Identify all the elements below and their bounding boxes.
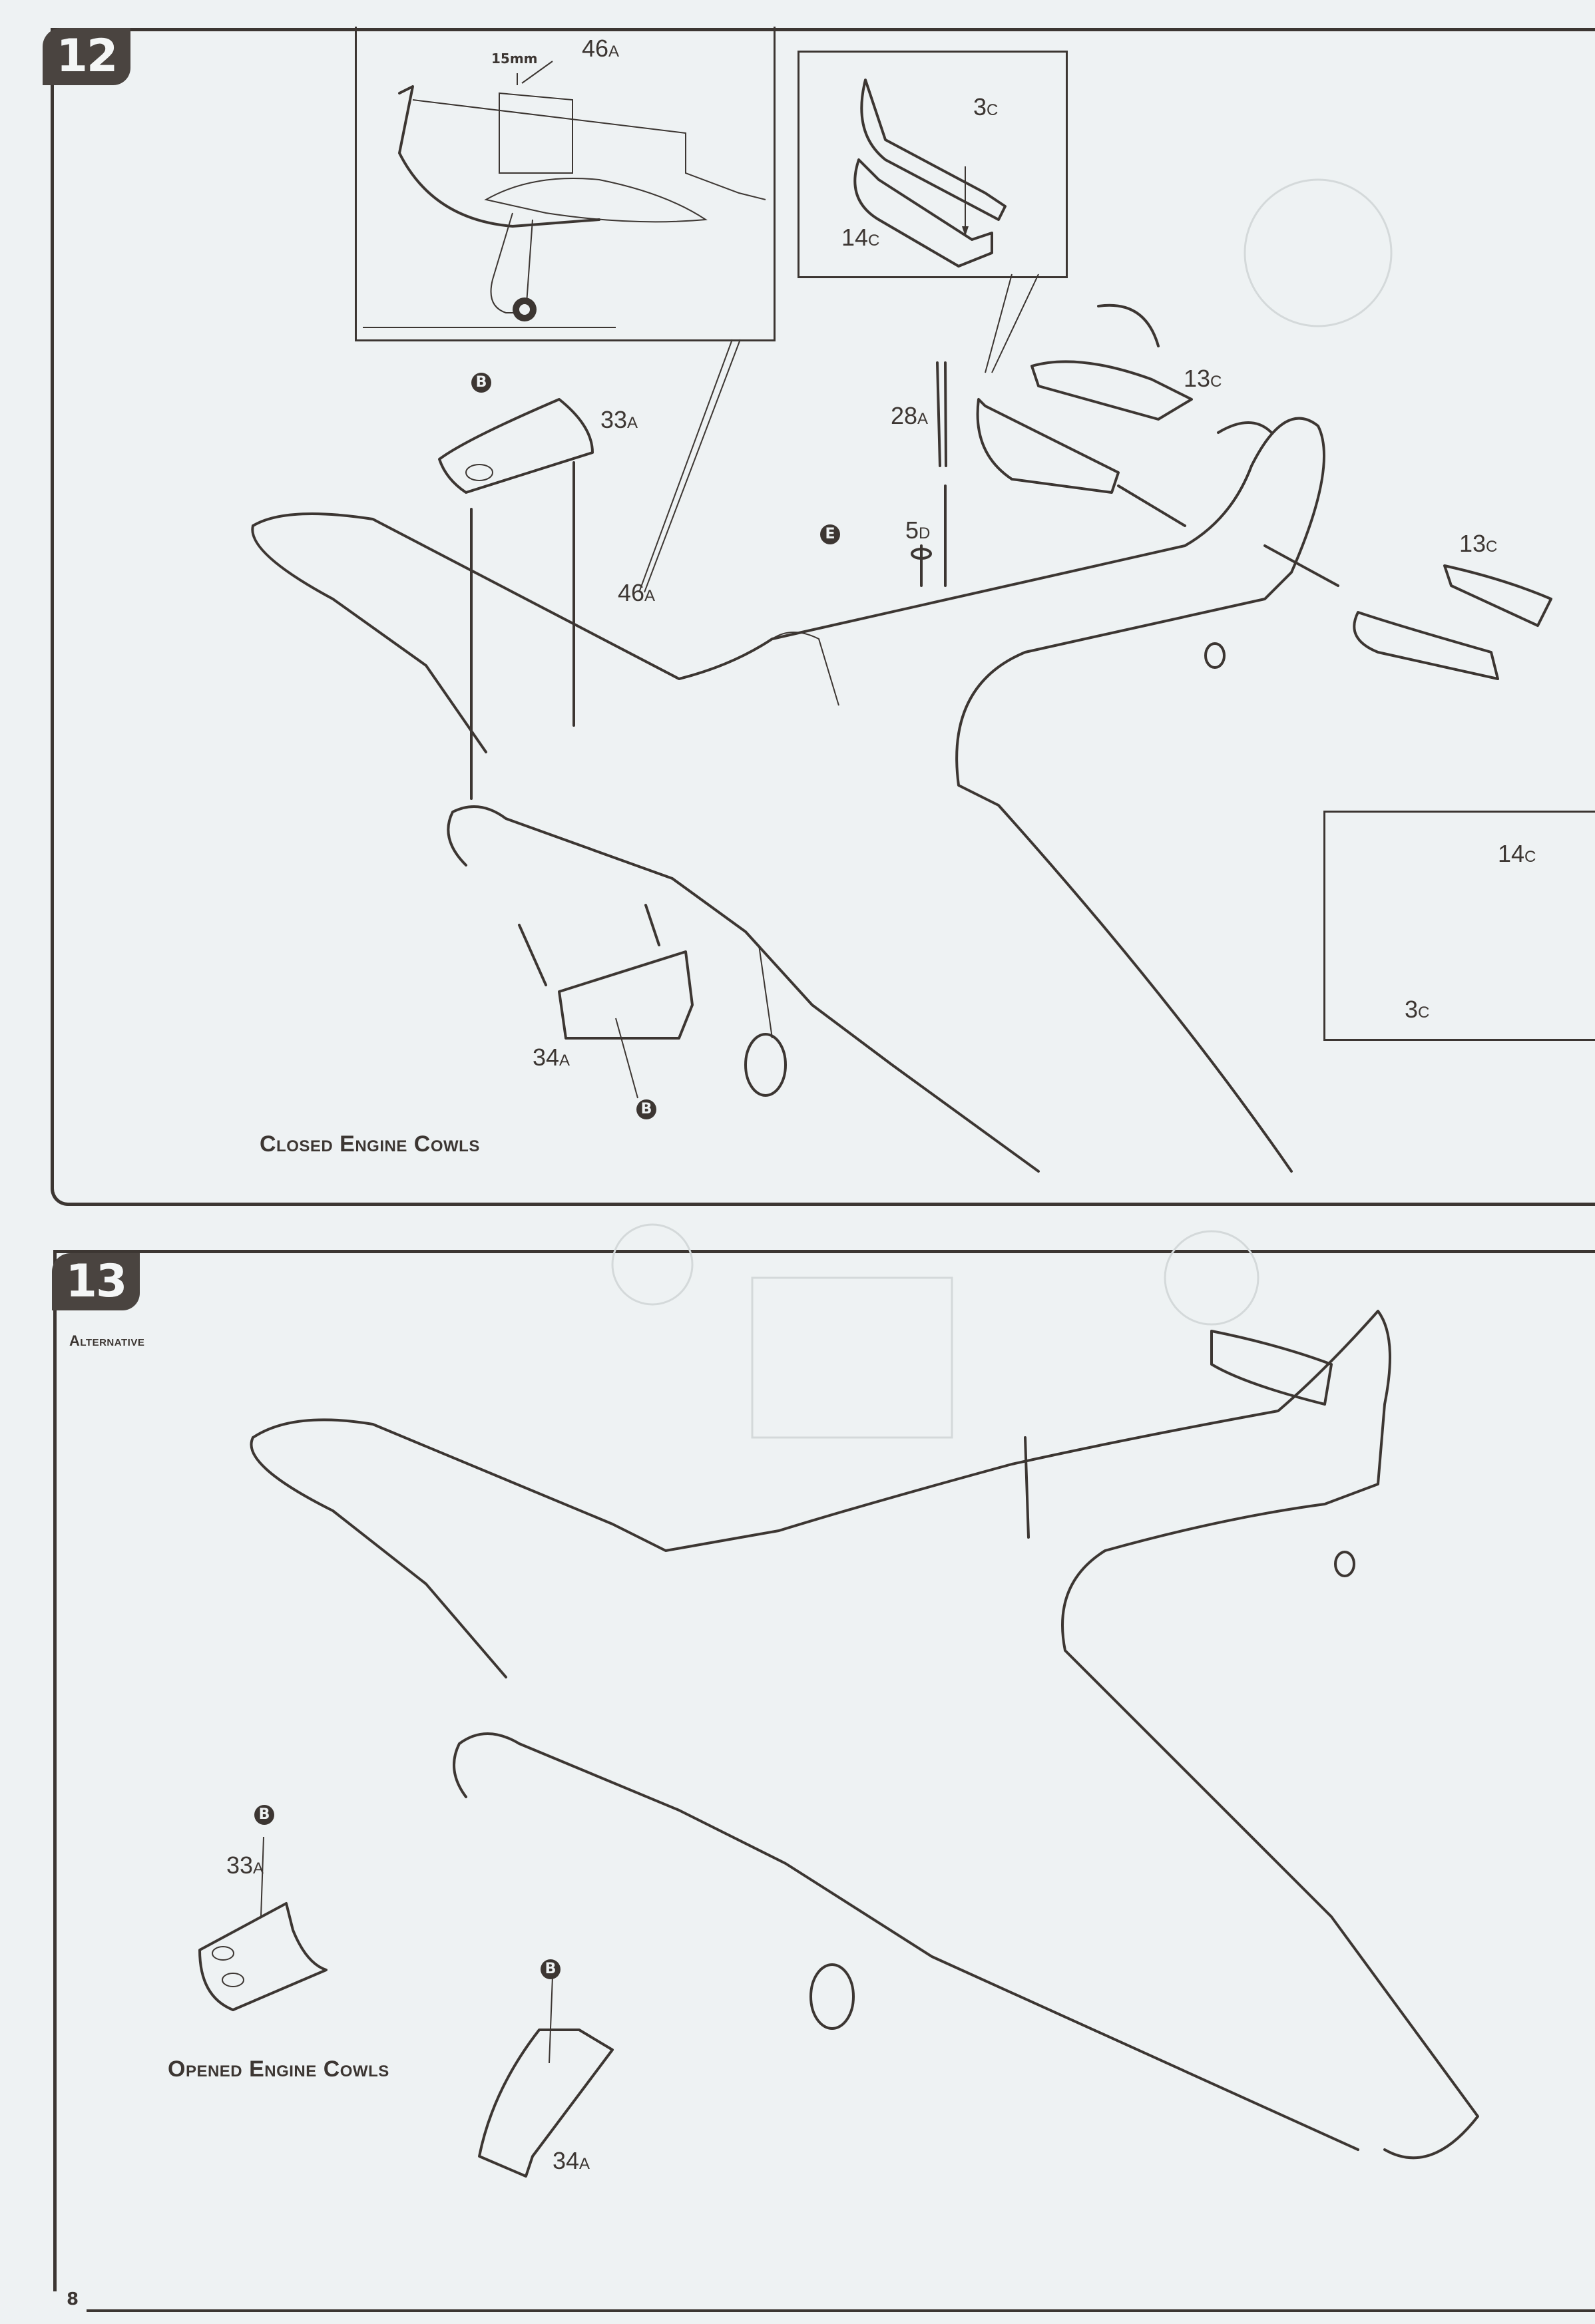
paint-ref-marker: B [541, 1959, 561, 1979]
aircraft-step13-drawing [250, 1310, 1479, 2160]
elevator-inset-bottom [1323, 811, 1595, 1041]
cowl-part-33a [438, 398, 594, 800]
step-number-badge: 13 [52, 1253, 140, 1310]
part-number: 14 [1498, 840, 1525, 867]
part-sprue: A [253, 1859, 264, 1877]
part-label: 3C [973, 93, 998, 121]
paint-ref-marker: B [254, 1805, 274, 1825]
part-sprue: A [608, 43, 620, 61]
part-number: 34 [553, 2147, 580, 2174]
part-number: 46 [582, 35, 609, 62]
part-number: 3 [973, 93, 987, 120]
part-label: 14C [841, 224, 879, 252]
elevator-inset-top-drawing [853, 79, 1039, 373]
closeup-fuselage-drawing [363, 61, 766, 328]
aerial-mast-28a [911, 361, 947, 587]
part-number: 33 [226, 1851, 254, 1879]
part-sprue: A [579, 2155, 590, 2173]
ghost-print [611, 178, 1393, 1439]
measurement-label: 15mm [491, 51, 538, 67]
part-sprue: C [1418, 1004, 1430, 1022]
elevator-inset-top [798, 51, 1068, 278]
part-sprue: C [1486, 538, 1498, 556]
step-12-panel [51, 28, 1595, 1206]
step-13-panel [53, 1250, 1595, 2291]
step-number-badge: 12 [43, 28, 130, 85]
part-label: 46A [582, 35, 619, 63]
part-sprue: C [987, 101, 999, 119]
part-label: 28A [891, 402, 928, 430]
paint-ref-marker: B [471, 373, 491, 393]
tailplane-parts-13c [976, 360, 1552, 680]
part-label: 33A [600, 406, 638, 434]
part-label: 3C [1405, 996, 1429, 1024]
step-note: Closed Engine Cowls [260, 1131, 480, 1157]
part-label: 33A [226, 1851, 264, 1879]
part-sprue: C [1210, 373, 1222, 391]
part-number: 3 [1405, 996, 1419, 1023]
part-label: 34A [533, 1044, 570, 1071]
part-sprue: A [644, 587, 656, 605]
part-number: 13 [1184, 365, 1211, 392]
part-sprue: A [627, 414, 638, 432]
part-number: 28 [891, 402, 918, 429]
step-heading: Alternative [69, 1332, 145, 1349]
aircraft-step12-drawing [251, 417, 1325, 1173]
page-number: 8 [67, 2289, 79, 2309]
part-sprue: A [917, 410, 929, 428]
paint-ref-marker: E [820, 524, 840, 544]
part-sprue: D [919, 524, 931, 542]
part-number: 46 [618, 579, 645, 606]
part-number: 33 [600, 406, 628, 433]
part-number: 13 [1459, 530, 1486, 557]
part-sprue: C [868, 232, 880, 250]
part-sprue: C [1524, 848, 1536, 866]
part-sprue: A [559, 1052, 570, 1069]
part-label: 5D [905, 516, 930, 544]
part-label: 34A [553, 2147, 590, 2175]
open-cowl-33a [198, 1836, 328, 2011]
part-number: 14 [841, 224, 869, 251]
rotate-arrow-icon [1097, 303, 1160, 347]
closeup-inset [355, 27, 776, 341]
part-label: 14C [1498, 840, 1536, 868]
part-label: 46A [618, 579, 655, 607]
part-number: 5 [905, 516, 919, 544]
part-label: 13C [1184, 365, 1222, 393]
open-cowl-34a [478, 1976, 614, 2178]
step-note: Opened Engine Cowls [168, 2056, 389, 2082]
cowl-part-34a [518, 904, 694, 1099]
footer-rule [87, 2309, 1595, 2312]
part-label: 13C [1459, 530, 1497, 558]
part-number: 34 [533, 1044, 560, 1071]
paint-ref-marker: B [636, 1099, 656, 1119]
